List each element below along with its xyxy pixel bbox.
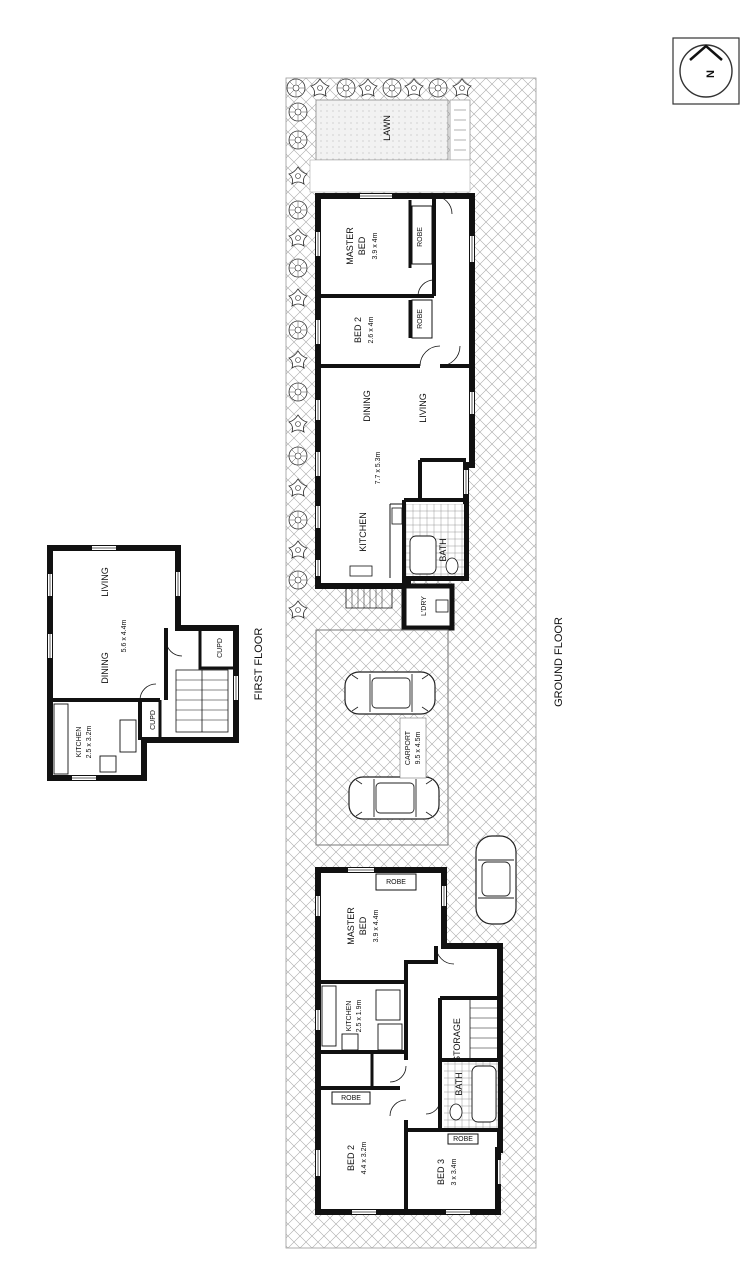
gl-bed3-label: BED 3: [436, 1159, 446, 1185]
gl-kitchen-size: 2.5 x 1.9m: [356, 999, 363, 1032]
gu-living-label: LIVING: [418, 393, 428, 423]
gu-master-bed-size: 3.9 x 4m: [372, 232, 379, 259]
lawn-label: LAWN: [382, 115, 392, 141]
first-floor-plan: LIVING 5.6 x 4.4m DINING CUPD CUPD KITCH…: [47, 545, 239, 781]
gl-bed2-label: BED 2: [346, 1145, 356, 1171]
gu-bed2-label: BED 2: [353, 317, 363, 343]
ground-floor-label: GROUND FLOOR: [553, 617, 565, 707]
carport-label: CARPORT: [405, 730, 412, 765]
gu-master-bed-label2: BED: [357, 236, 367, 255]
gl-master-bed-label2: BED: [358, 916, 368, 935]
ff-cupd-1: CUPD: [217, 638, 224, 658]
gl-bed3-size: 3 x 3.4m: [451, 1158, 458, 1185]
carport-size: 9.5 x 4.5m: [415, 731, 422, 764]
gu-bed2-size: 2.6 x 4m: [368, 316, 375, 343]
gu-kitchen-label: KITCHEN: [358, 512, 368, 552]
north-arrow-icon: N: [672, 37, 740, 105]
ff-living-label: LIVING: [100, 567, 110, 597]
gu-bath-label: BATH: [438, 538, 448, 561]
lawn: LAWN: [309, 99, 471, 193]
gl-kitchen-label: KITCHEN: [346, 1001, 353, 1032]
gl-robe-2: ROBE: [341, 1095, 361, 1102]
gl-robe-3: ROBE: [453, 1136, 473, 1143]
first-floor-label: FIRST FLOOR: [253, 628, 265, 701]
gu-robe-1: ROBE: [417, 227, 424, 247]
ff-dining-label: DINING: [100, 652, 110, 684]
gl-master-bed-label1: MASTER: [346, 907, 356, 945]
compass-letter: N: [705, 70, 717, 78]
carport: CARPORT 9.5 x 4.5m: [315, 629, 449, 846]
gl-bath-label: BATH: [454, 1072, 464, 1095]
ff-size-label: 5.6 x 4.4m: [121, 619, 128, 652]
gu-laundry-label: L'DRY: [421, 596, 428, 616]
gl-storage-label: STORAGE: [452, 1018, 462, 1062]
gl-bed2-size: 4.4 x 3.2m: [361, 1141, 368, 1174]
parked-car-icon: [475, 835, 517, 925]
ground-upper-dwelling: MASTER BED 3.9 x 4m ROBE BED 2 2.6 x 4m …: [315, 193, 475, 631]
gu-robe-2: ROBE: [417, 309, 424, 329]
ff-kitchen-label: KITCHEN: [76, 727, 83, 758]
gl-robe-1: ROBE: [386, 879, 406, 886]
gu-master-bed-label1: MASTER: [345, 227, 355, 265]
gu-size-label: 7.7 x 5.3m: [375, 451, 382, 484]
gl-master-bed-size: 3.9 x 4.4m: [373, 909, 380, 942]
ff-kitchen-size: 2.5 x 3.2m: [86, 725, 93, 758]
ff-cupd-2: CUPD: [150, 710, 157, 730]
gu-dining-label: DINING: [362, 390, 372, 422]
ground-lower-dwelling: MASTER BED 3.9 x 4.4m ROBE KITCHEN 2.5 x…: [315, 867, 503, 1215]
